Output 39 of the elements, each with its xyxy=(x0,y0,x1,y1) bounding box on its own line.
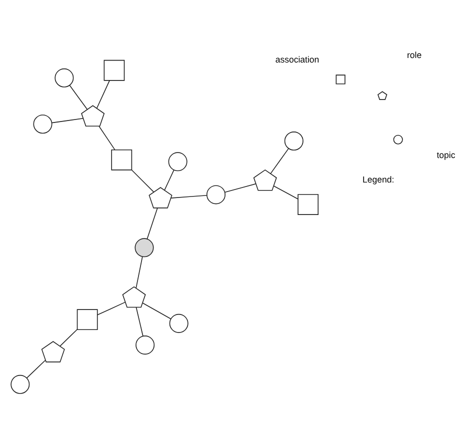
node-pentagon xyxy=(41,340,65,362)
node-circle xyxy=(134,238,154,257)
legend-label: role xyxy=(406,50,422,60)
node-circle xyxy=(284,131,304,150)
connector xyxy=(142,302,172,319)
node-box xyxy=(104,59,125,80)
node-pentagon xyxy=(148,186,172,208)
connector xyxy=(97,301,126,315)
label: Legend: xyxy=(362,174,394,184)
legend-label: association xyxy=(275,54,320,64)
connector xyxy=(164,169,174,190)
legend-label: topic xyxy=(436,149,456,160)
node-circle xyxy=(54,68,74,87)
connector xyxy=(270,148,289,174)
connector xyxy=(170,194,208,198)
connector xyxy=(146,207,158,239)
node-box xyxy=(111,148,132,170)
node-circle xyxy=(169,313,188,332)
node-box xyxy=(298,194,319,214)
connector xyxy=(51,117,84,123)
node-circle xyxy=(10,374,30,394)
connector xyxy=(224,182,256,192)
connector xyxy=(98,125,116,150)
node-pentagon xyxy=(81,104,105,126)
connector xyxy=(136,256,143,288)
connector xyxy=(131,169,154,192)
node-circle xyxy=(33,114,52,134)
node-pentagon xyxy=(122,286,146,308)
node-circle xyxy=(206,184,226,204)
node-box xyxy=(76,308,98,330)
connector xyxy=(273,185,298,199)
connector xyxy=(69,84,88,110)
connector xyxy=(60,328,78,346)
connector xyxy=(26,359,46,378)
node-circle xyxy=(136,335,155,354)
connector xyxy=(136,306,144,336)
node-pentagon xyxy=(253,168,277,190)
connector xyxy=(96,80,110,108)
node-circle xyxy=(168,152,188,171)
